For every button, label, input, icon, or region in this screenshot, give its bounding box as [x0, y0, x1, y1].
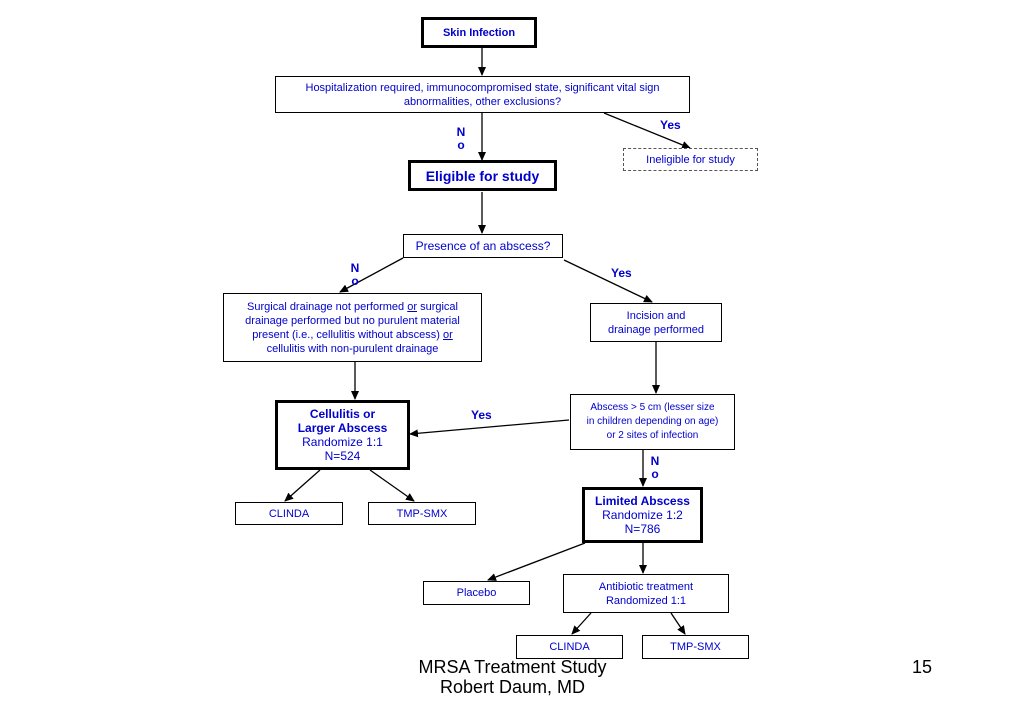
edge-label-no-1-o: o: [457, 138, 465, 152]
placebo-node: Placebo: [423, 581, 530, 605]
edge-label-yes-2: Yes: [611, 266, 632, 280]
no-abscess-or-2: or: [442, 328, 453, 341]
incision-line2: drainage performed: [607, 323, 704, 336]
cellulitis-title-line2: Larger Abscess: [297, 421, 388, 435]
abscess-size-node: Abscess > 5 cm (lesser size in children …: [570, 394, 735, 450]
skin-infection-text: Skin Infection: [442, 26, 516, 39]
skin-infection-node: Skin Infection: [421, 17, 537, 48]
incision-line1: Incision and: [626, 309, 686, 322]
cellulitis-node: Cellulitis or Larger Abscess Randomize 1…: [275, 400, 410, 470]
abscess-question-text: Presence of an abscess?: [415, 239, 551, 253]
arrow-cellulitis-to-clinda: [284, 469, 321, 502]
ineligible-text: Ineligible for study: [646, 153, 735, 166]
clinda-node-1: CLINDA: [235, 502, 343, 525]
edge-label-no-2: N o: [348, 262, 362, 288]
placebo-text: Placebo: [456, 587, 497, 599]
edge-label-yes-3: Yes: [471, 408, 492, 422]
clinda-text-2: CLINDA: [549, 641, 590, 653]
edge-label-no-1-n: N: [456, 125, 466, 139]
no-abscess-or-1: or: [407, 300, 418, 313]
limited-title: Limited Abscess: [595, 494, 690, 508]
edge-label-no-2-n: N: [350, 261, 360, 275]
eligible-text: Eligible for study: [425, 167, 540, 184]
footer-title: MRSA Treatment Study Robert Daum, MD: [380, 657, 645, 697]
edge-label-no-3-n: N: [650, 454, 660, 468]
arrow-cellulitis-to-tmpsmx: [369, 469, 415, 502]
arrow-antibiotic-to-tmpsmx: [670, 612, 686, 635]
antibiotic-line2: Randomized 1:1: [605, 594, 687, 607]
antibiotic-line1: Antibiotic treatment: [598, 580, 694, 593]
ineligible-node: Ineligible for study: [623, 148, 758, 171]
footer-line2: Robert Daum, MD: [439, 677, 586, 697]
abscess-size-line3: or 2 sites of infection: [606, 430, 699, 441]
no-abscess-node: Surgical drainage not performed or surgi…: [223, 293, 482, 362]
no-abscess-text-part1: Surgical drainage not performed: [247, 300, 408, 313]
tmpsmx-text-2: TMP-SMX: [670, 641, 721, 653]
edge-label-no-3-o: o: [651, 467, 659, 481]
arrow-limited-to-placebo: [487, 542, 586, 581]
page-number: 15: [912, 657, 933, 677]
eligible-node: Eligible for study: [408, 160, 557, 191]
no-abscess-text: Surgical drainage not performed or surgi…: [232, 300, 473, 356]
limited-n: N=786: [624, 522, 661, 536]
arrow-antibiotic-to-clinda: [571, 612, 592, 635]
hospitalization-question-node: Hospitalization required, immunocompromi…: [275, 76, 690, 113]
limited-abscess-node: Limited Abscess Randomize 1:2 N=786: [582, 487, 703, 543]
arrow-abscess-to-incision: [563, 259, 653, 303]
arrow-size-to-cellulitis: [409, 419, 570, 438]
limited-randomize: Randomize 1:2: [602, 508, 683, 522]
no-abscess-text-part3: cellulitis with non-purulent drainage: [266, 342, 439, 355]
footer-line1: MRSA Treatment Study: [418, 657, 607, 677]
cellulitis-title-line1: Cellulitis or: [309, 407, 376, 421]
abscess-question-node: Presence of an abscess?: [403, 234, 563, 258]
edge-label-yes-1: Yes: [660, 118, 681, 132]
clinda-node-2: CLINDA: [516, 635, 623, 659]
edge-label-no-1: N o: [454, 126, 468, 152]
tmpsmx-node-1: TMP-SMX: [368, 502, 476, 525]
cellulitis-n: N=524: [324, 449, 361, 463]
arrow-hospitalization-to-ineligible: [603, 112, 691, 149]
tmpsmx-node-2: TMP-SMX: [642, 635, 749, 659]
edge-label-no-2-o: o: [351, 274, 359, 288]
antibiotic-node: Antibiotic treatment Randomized 1:1: [563, 574, 729, 613]
clinda-text-1: CLINDA: [268, 507, 310, 520]
edge-label-no-3: N o: [648, 455, 662, 481]
hospitalization-question-text: Hospitalization required, immunocompromi…: [305, 81, 660, 108]
cellulitis-randomize: Randomize 1:1: [302, 435, 383, 449]
abscess-size-line1: Abscess > 5 cm (lesser size: [590, 402, 715, 413]
abscess-size-line2: in children depending on age): [586, 416, 719, 427]
tmpsmx-text-1: TMP-SMX: [396, 507, 448, 520]
incision-node: Incision and drainage performed: [590, 303, 722, 342]
no-abscess-text-part2: surgical drainage performed but no purul…: [245, 300, 460, 341]
arrow-abscess-to-no-abscess: [339, 257, 404, 293]
